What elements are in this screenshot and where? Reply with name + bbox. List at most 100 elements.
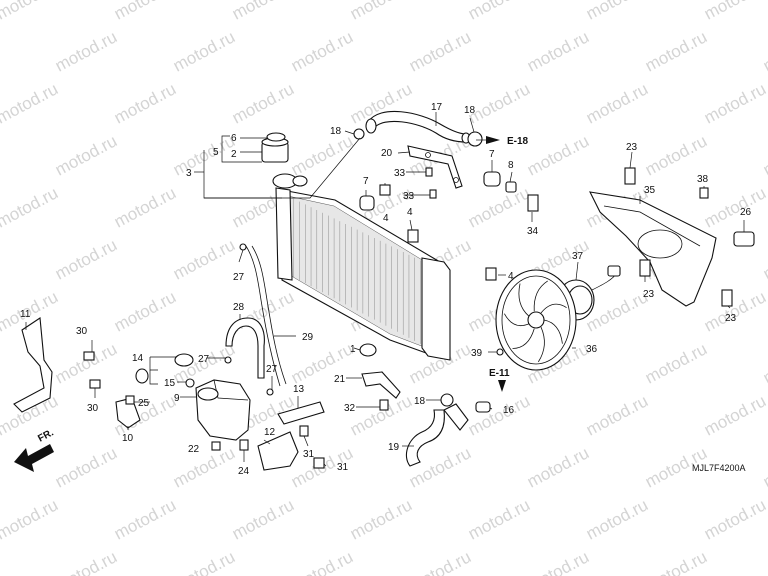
watermark-text: motod.ru <box>288 547 356 576</box>
tube-clip <box>224 356 232 364</box>
hose-joint <box>475 401 491 413</box>
watermark-text: motod.ru <box>170 443 238 491</box>
callout-24: 24 <box>238 466 250 477</box>
bolt <box>313 457 325 469</box>
watermark-text: motod.ru <box>111 0 179 24</box>
callout-6: 6 <box>231 133 237 144</box>
grommet <box>359 195 375 211</box>
watermark-text: motod.ru <box>0 0 61 24</box>
callout-23c: 23 <box>725 313 737 324</box>
callout-12: 12 <box>264 427 276 438</box>
watermark-text: motod.ru <box>52 131 120 179</box>
reference-e18-label[interactable]: E-18 <box>507 136 529 147</box>
watermark-text: motod.ru <box>465 0 533 24</box>
watermark-text: motod.ru <box>52 235 120 283</box>
watermark-text: motod.ru <box>406 547 474 576</box>
watermark-text: motod.ru <box>111 79 179 127</box>
reference-e18[interactable]: E-18 <box>476 136 529 147</box>
bolt <box>89 379 101 389</box>
watermark-text: motod.ru <box>170 547 238 576</box>
watermark-text: motod.ru <box>0 495 61 543</box>
watermark-text: motod.ru <box>701 0 768 24</box>
watermark-text: motod.ru <box>170 27 238 75</box>
watermark-text: motod.ru <box>0 339 2 387</box>
watermark-text: motod.ru <box>642 131 710 179</box>
watermark-text: motod.ru <box>583 495 651 543</box>
watermark-text: motod.ru <box>465 183 533 231</box>
callout-30a: 30 <box>76 326 88 337</box>
callout-16: 16 <box>503 405 515 416</box>
callout-18a: 18 <box>330 126 342 137</box>
bolt <box>721 289 733 307</box>
front-arrow-label: FR. <box>36 427 56 444</box>
callout-10: 10 <box>122 433 134 444</box>
upper-bracket <box>407 145 463 189</box>
watermark-text: motod.ru <box>701 183 768 231</box>
callout-19: 19 <box>388 442 400 453</box>
hose-clamp <box>467 131 483 147</box>
watermark-text: motod.ru <box>524 27 592 75</box>
callout-27b: 27 <box>198 354 210 365</box>
watermark-text: motod.ru <box>760 235 768 283</box>
watermark-text: motod.ru <box>465 79 533 127</box>
grommet <box>483 171 501 187</box>
bolt <box>639 259 651 277</box>
watermark-text: motod.ru <box>111 495 179 543</box>
siphon-tube <box>225 317 265 379</box>
bolt <box>239 439 249 451</box>
callout-3: 3 <box>186 168 192 179</box>
watermark-text: motod.ru <box>288 339 356 387</box>
connector <box>733 231 755 247</box>
watermark-text: motod.ru <box>229 495 297 543</box>
callout-34: 34 <box>527 226 539 237</box>
watermark-text: motod.ru <box>0 183 61 231</box>
callout-numbers: 1 3 5 6 2 18 17 18 20 33 33 7 7 8 4 4 4 … <box>20 102 752 477</box>
nut <box>211 441 221 451</box>
callout-2: 2 <box>231 149 237 160</box>
watermark-text: motod.ru <box>583 391 651 439</box>
nut <box>485 267 497 281</box>
reference-e11-label[interactable]: E-11 <box>489 368 510 379</box>
bolt <box>624 167 636 185</box>
bracket-left <box>13 317 53 413</box>
radiator-assembly <box>261 132 451 361</box>
nut <box>379 184 391 196</box>
tank-cap-part <box>135 368 149 384</box>
watermark-text: motod.ru <box>701 287 768 335</box>
callout-15: 15 <box>164 378 176 389</box>
front-direction-arrow: FR. <box>14 427 56 472</box>
callout-1: 1 <box>350 344 356 355</box>
callout-28: 28 <box>233 302 245 313</box>
o-ring <box>266 132 286 142</box>
watermark-text: motod.ru <box>0 131 2 179</box>
nut <box>496 348 504 356</box>
callout-7a: 7 <box>489 149 495 160</box>
leader-lines <box>25 112 745 467</box>
watermark-text: motod.ru <box>465 495 533 543</box>
callout-21: 21 <box>334 374 346 385</box>
callout-4c: 4 <box>508 271 514 282</box>
callout-37: 37 <box>572 251 584 262</box>
tube-clip <box>239 243 247 251</box>
watermark-text: motod.ru <box>0 79 61 127</box>
watermark-text: motod.ru <box>0 235 2 283</box>
reference-e11[interactable]: E-11 <box>489 368 510 392</box>
watermark-text: motod.ru <box>0 547 2 576</box>
callout-8: 8 <box>508 160 514 171</box>
watermark-text: motod.ru <box>465 391 533 439</box>
watermark-text: motod.ru <box>288 27 356 75</box>
bolt <box>527 194 539 212</box>
watermark-text: motod.ru <box>111 287 179 335</box>
watermark-text: motod.ru <box>52 27 120 75</box>
watermark-text: motod.ru <box>642 547 710 576</box>
callout-38: 38 <box>697 174 709 185</box>
reserve-tank <box>195 379 251 441</box>
callout-29: 29 <box>302 332 314 343</box>
bolt <box>425 167 433 177</box>
callout-39: 39 <box>471 348 483 359</box>
callout-32: 32 <box>344 403 356 414</box>
watermark-text: motod.ru <box>52 443 120 491</box>
callout-27a: 27 <box>233 272 245 283</box>
watermark-text: motod.ru <box>642 27 710 75</box>
